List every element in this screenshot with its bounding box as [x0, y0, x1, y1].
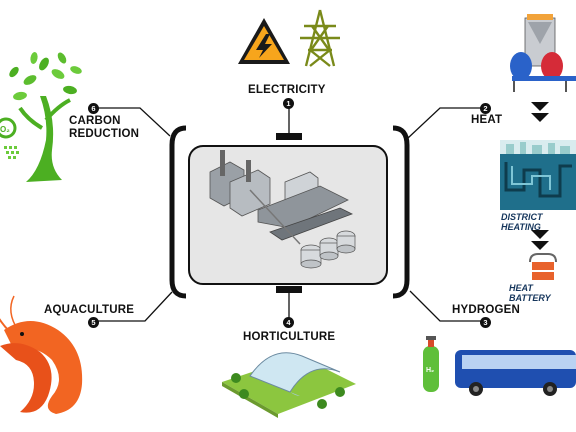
greenhouse-icon — [222, 352, 356, 418]
power-pylon-icon — [300, 9, 340, 67]
top-connector-bar — [276, 133, 302, 140]
hydrogen-label: HYDROGEN — [452, 304, 521, 316]
node-badge-6: 6 — [88, 103, 99, 114]
aquaculture-label: AQUACULTURE — [44, 304, 135, 316]
hydrogen-cylinder-icon: H₂ — [423, 336, 439, 392]
heat-battery-icon — [529, 253, 557, 280]
node-badge-1: 1 — [283, 98, 294, 109]
district-heating-icon — [500, 140, 576, 210]
carbon-reduction-label-line1: CARBON — [69, 115, 121, 127]
connector-lines — [98, 107, 485, 322]
heat-label: HEAT — [471, 114, 503, 126]
right-bracket — [392, 125, 410, 299]
down-arrow-icon-1 — [531, 102, 549, 122]
svg-text:H₂: H₂ — [426, 367, 434, 374]
district-heating-label: DISTRICT HEATING — [501, 212, 543, 232]
node-badge-3: 3 — [480, 317, 491, 328]
electricity-label: ELECTRICITY — [248, 84, 326, 96]
left-bracket — [169, 125, 187, 299]
node-badge-2: 2 — [480, 103, 491, 114]
power-plant-sketch — [209, 150, 356, 269]
heat-pump-icon — [510, 14, 576, 92]
svg-text:O₂: O₂ — [0, 125, 10, 134]
bus-icon — [455, 350, 576, 396]
horticulture-label: HORTICULTURE — [243, 331, 336, 343]
down-arrow-icon-2 — [531, 230, 549, 250]
node-badge-4: 4 — [283, 317, 294, 328]
high-voltage-warning-icon — [238, 18, 290, 64]
heat-battery-label: HEAT BATTERY — [509, 283, 551, 303]
carbon-tree-icon: O₂ — [0, 52, 82, 182]
bottom-connector-bar — [276, 286, 302, 293]
shrimp-icon — [0, 295, 83, 414]
carbon-reduction-label-line2: REDUCTION — [69, 128, 140, 140]
node-badge-5: 5 — [88, 317, 99, 328]
